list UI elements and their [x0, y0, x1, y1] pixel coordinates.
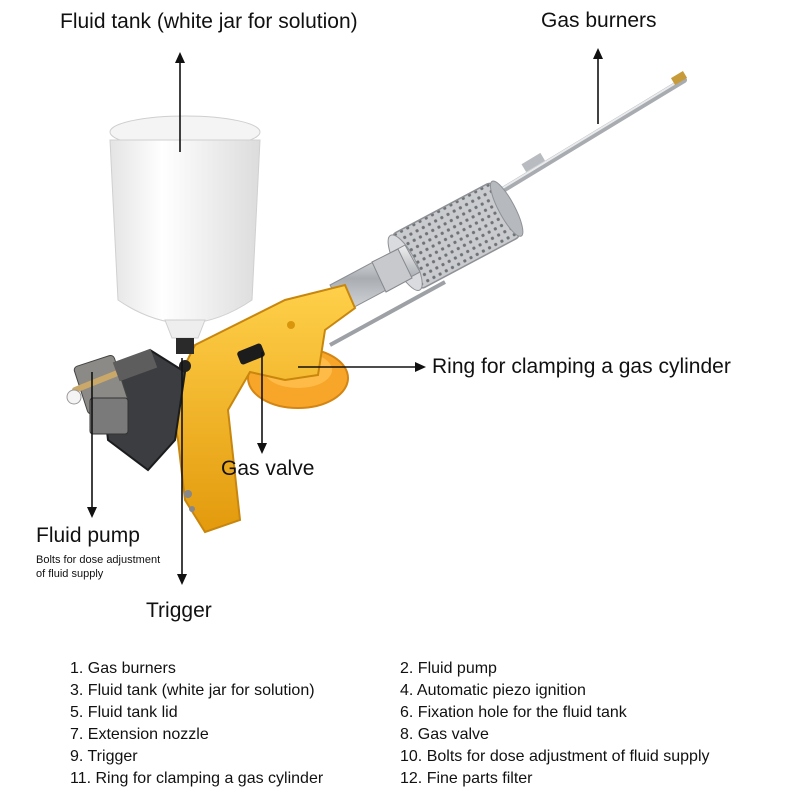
callout-fluid-pump-sub1: Bolts for dose adjustment	[36, 554, 161, 566]
legend-item: 3. Fluid tank (white jar for solution)	[70, 682, 315, 699]
callout-ring: Ring for clamping a gas cylinder	[432, 355, 731, 378]
legend-item: 11. Ring for clamping a gas cylinder	[70, 770, 324, 787]
legend-item: 10. Bolts for dose adjustment of fluid s…	[400, 748, 710, 765]
gun-body	[168, 283, 357, 534]
fluid-tank-jar	[109, 115, 261, 372]
callout-fluid-tank: Fluid tank (white jar for solution)	[60, 10, 358, 33]
legend-item: 4. Automatic piezo ignition	[400, 682, 586, 699]
callout-fluid-pump-sub2: of fluid supply	[36, 568, 104, 580]
metal-connector	[329, 244, 446, 347]
callout-trigger: Trigger	[146, 599, 212, 622]
legend-item: 7. Extension nozzle	[70, 726, 209, 743]
legend-item: 2. Fluid pump	[400, 660, 497, 677]
callout-gas-burners: Gas burners	[541, 9, 657, 32]
legend-item: 12. Fine parts filter	[400, 770, 533, 787]
legend-item: 6. Fixation hole for the fluid tank	[400, 704, 627, 721]
legend-item: 9. Trigger	[70, 748, 138, 765]
legend-item: 8. Gas valve	[400, 726, 489, 743]
callout-arrows	[87, 48, 603, 585]
callout-fluid-pump: Fluid pump	[36, 524, 140, 547]
legend-item: 1. Gas burners	[70, 660, 176, 677]
legend-item: 5. Fluid tank lid	[70, 704, 178, 721]
callout-gas-valve: Gas valve	[221, 457, 315, 480]
fluid-pump	[66, 348, 187, 472]
